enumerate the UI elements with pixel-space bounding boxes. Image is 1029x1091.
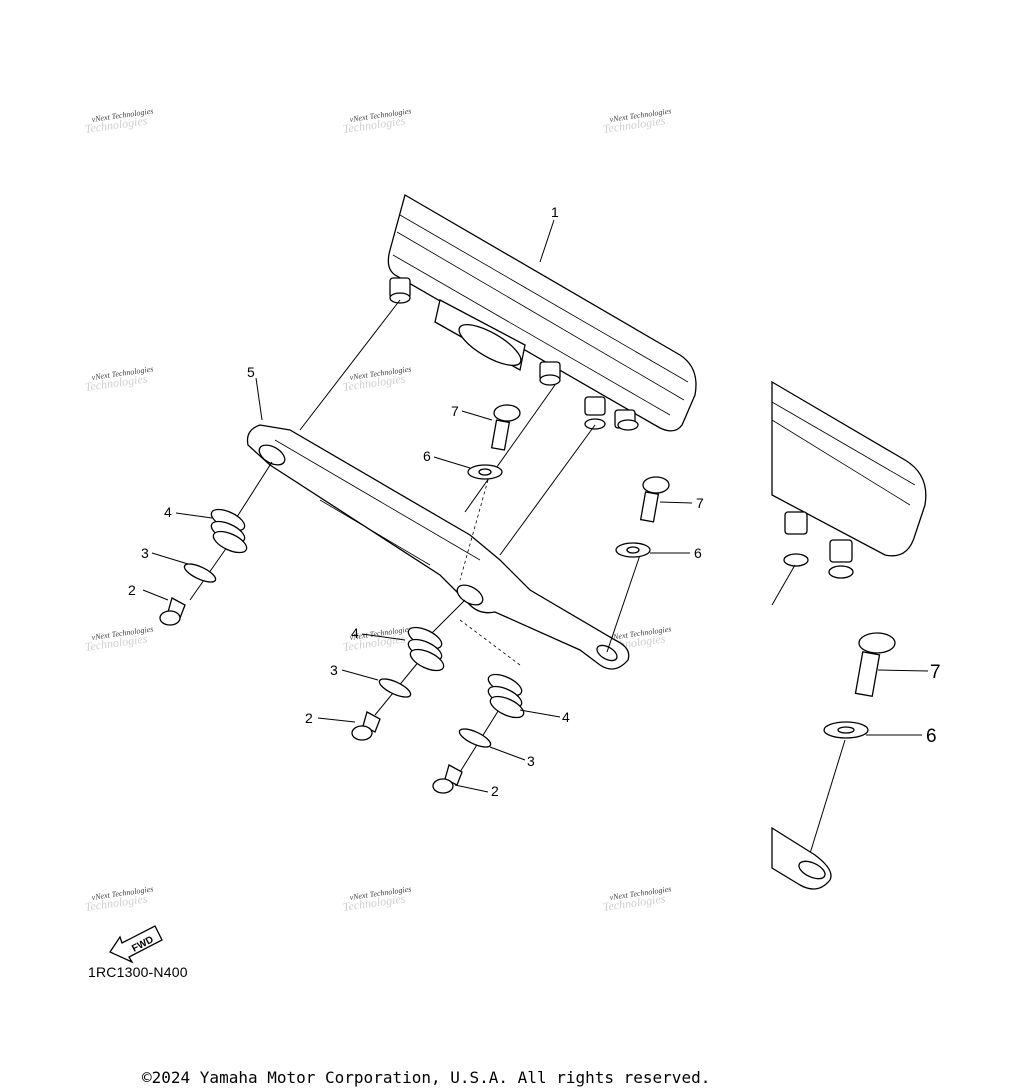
meter-assembly [387, 194, 697, 432]
damper-center [407, 626, 445, 672]
bolt-center [351, 711, 381, 741]
callout-4-right: 4 [562, 709, 570, 725]
callout-1: 1 [551, 204, 559, 220]
callout-2-left: 2 [128, 582, 136, 598]
callout-7-right: 7 [696, 495, 704, 511]
fwd-arrow-icon: FWD [109, 925, 163, 964]
damper-right [487, 673, 525, 719]
detail-screw-7 [854, 632, 896, 697]
copyright-notice: ©2024 Yamaha Motor Corporation, U.S.A. A… [142, 1068, 711, 1087]
diagram-code: 1RC1300-N400 [88, 964, 188, 980]
detail-inset [771, 380, 927, 890]
bolt-left [159, 597, 186, 626]
callout-4-center: 4 [351, 625, 359, 641]
screw-7-upper [490, 404, 521, 451]
callout-4-left: 4 [164, 504, 172, 520]
washer-center [378, 678, 412, 698]
callout-7-upper: 7 [451, 403, 459, 419]
callout-7-detail: 7 [930, 662, 941, 683]
callout-3-right: 3 [527, 753, 535, 769]
bolt-right [432, 764, 463, 794]
callout-labels: 1 5 7 6 4 3 2 4 3 2 4 3 2 7 6 7 6 [128, 204, 941, 799]
callout-6-right: 6 [694, 545, 702, 561]
callout-5: 5 [247, 364, 255, 380]
callout-2-center: 2 [305, 710, 313, 726]
callout-3-center: 3 [330, 662, 338, 678]
callout-6-upper: 6 [423, 448, 431, 464]
washer-left [183, 563, 217, 583]
leader-lines [142, 219, 929, 793]
damper-left [210, 508, 248, 554]
screw-7-right [639, 476, 670, 523]
meter-bracket [246, 424, 630, 670]
callout-6-detail: 6 [926, 726, 937, 747]
callout-3-left: 3 [141, 545, 149, 561]
callout-2-right: 2 [491, 783, 499, 799]
washer-right [458, 728, 492, 748]
